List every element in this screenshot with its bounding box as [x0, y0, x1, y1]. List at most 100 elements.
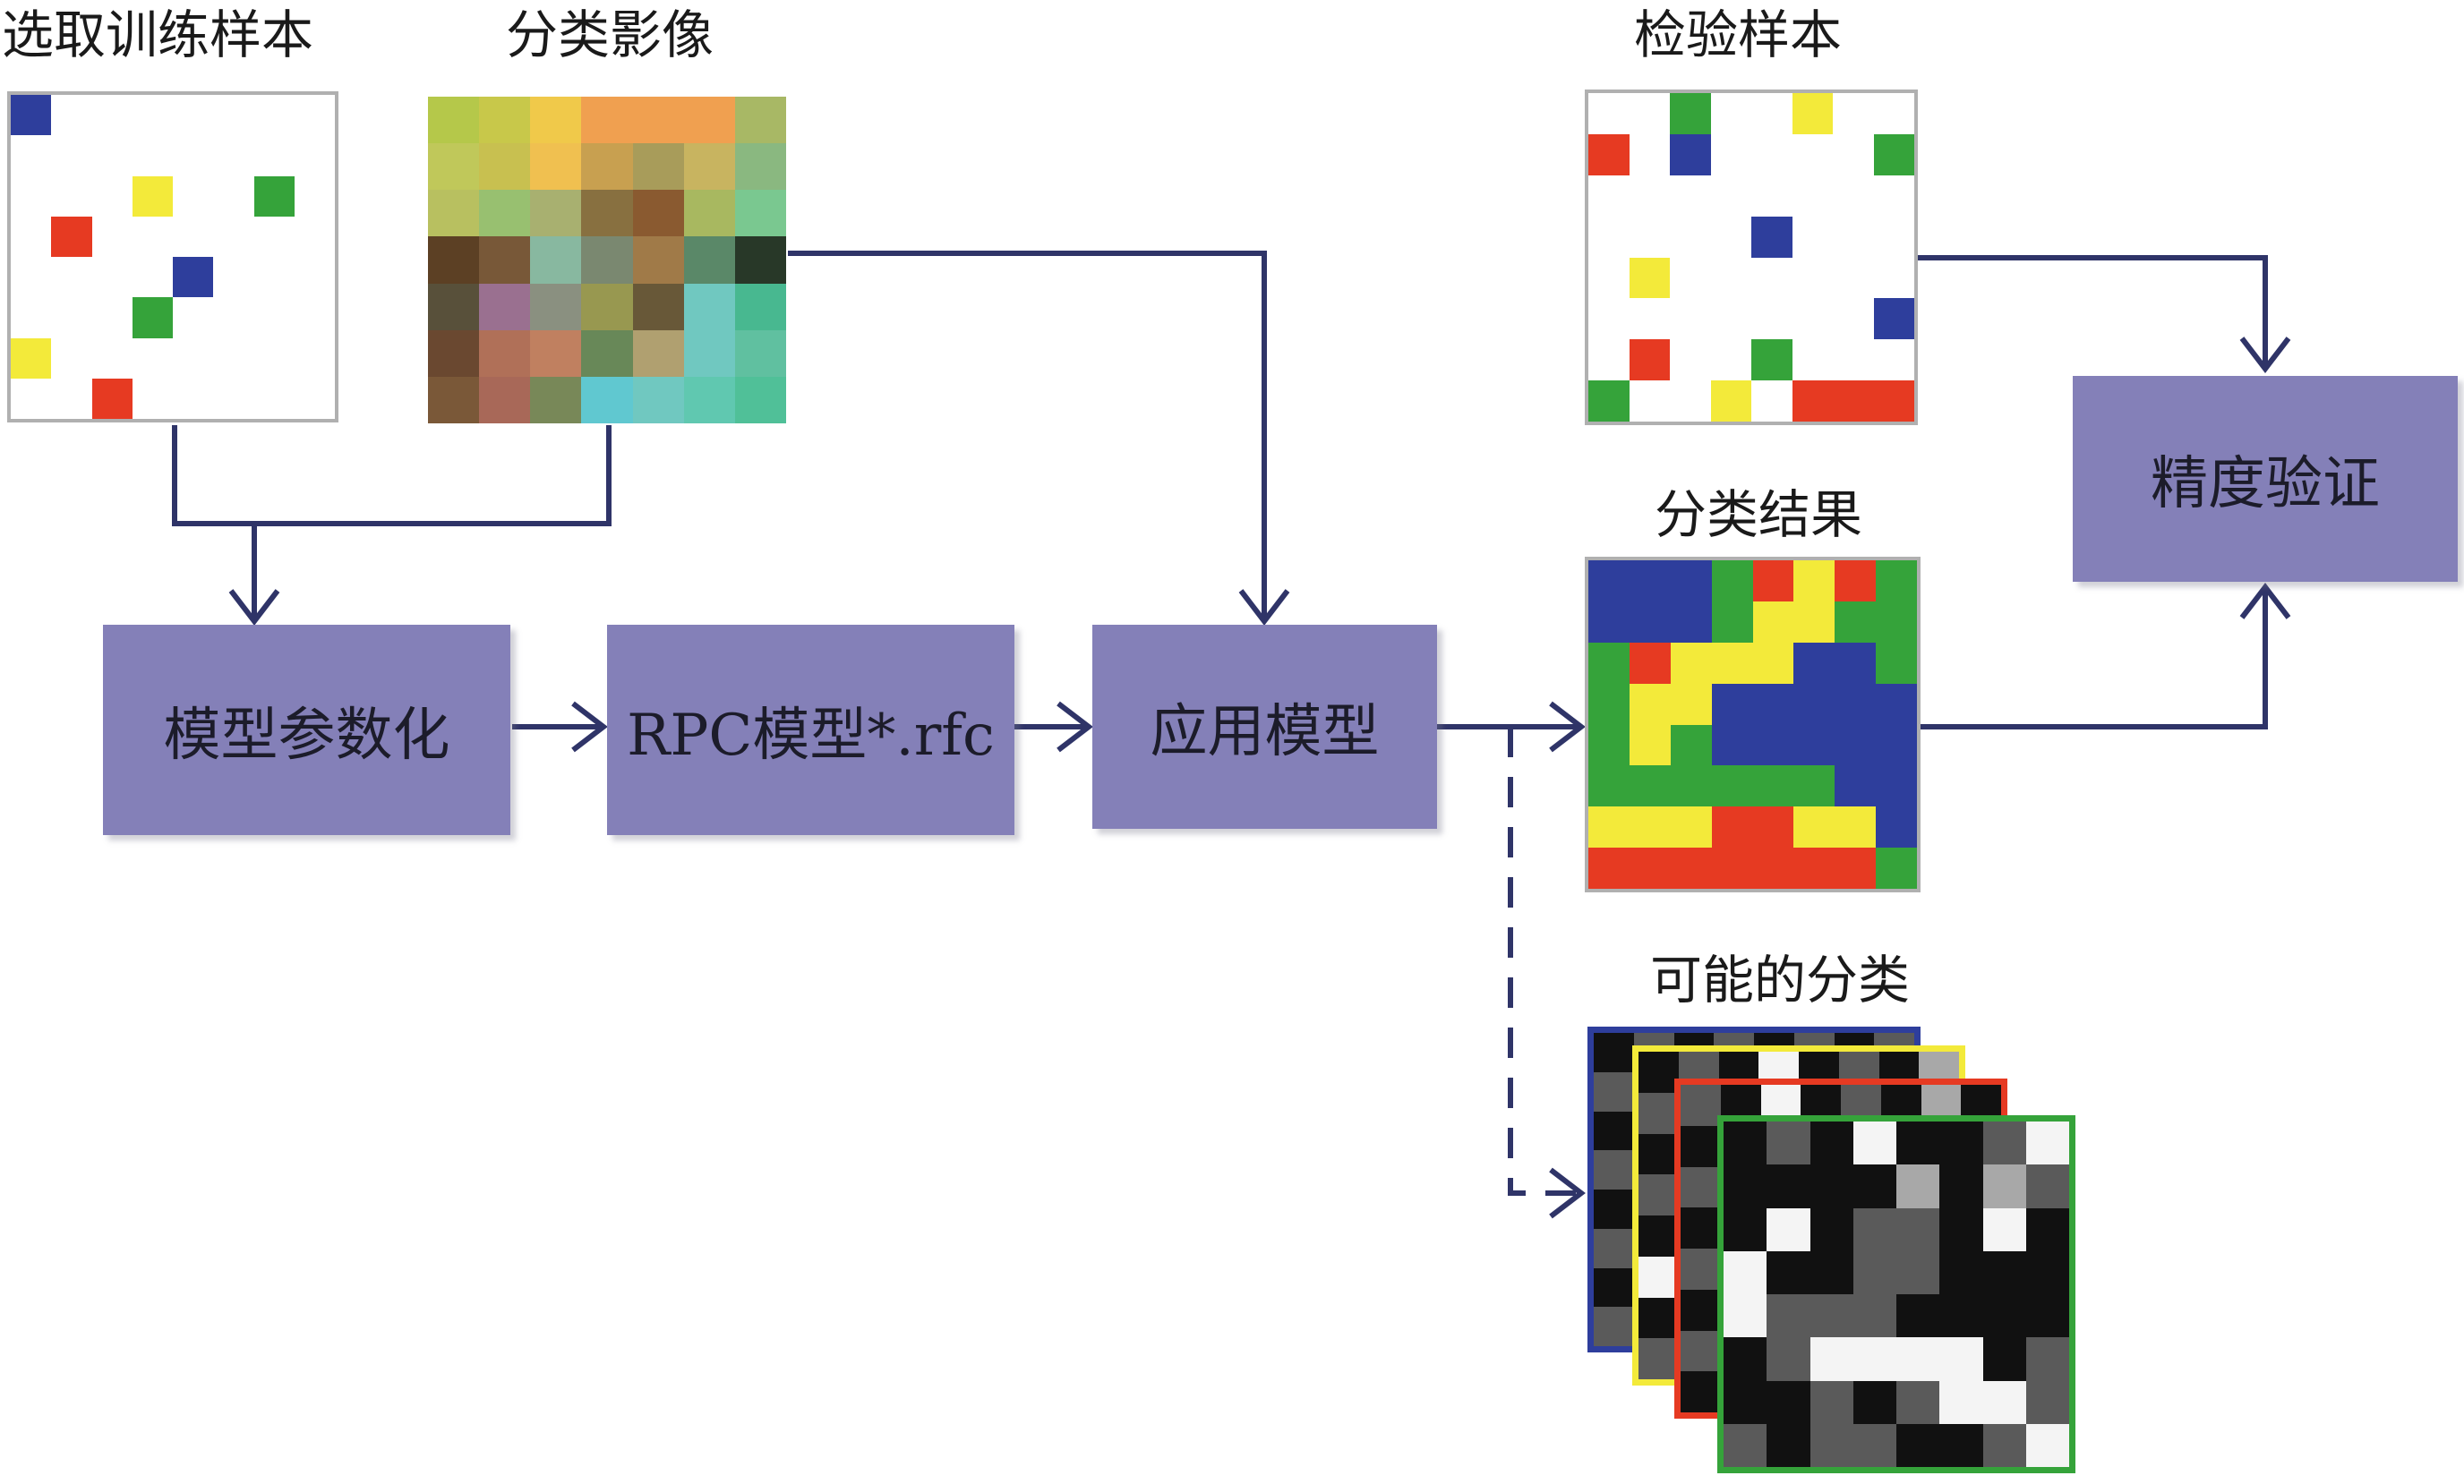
image-pixel-cell: [479, 283, 531, 330]
validation-sample-cell: [1833, 217, 1874, 258]
training-sample-cell: [254, 338, 295, 379]
training-samples-grid: [7, 91, 338, 422]
probability-cell: [1681, 1249, 1721, 1290]
result-cell: [1793, 560, 1835, 601]
arrowhead-apply-top: [1238, 589, 1290, 626]
image-pixel-cell: [734, 143, 786, 191]
probability-cell: [2025, 1207, 2069, 1251]
result-cell: [1711, 683, 1753, 725]
validation-sample-cell: [1630, 175, 1671, 217]
result-cell: [1793, 806, 1835, 849]
probability-cell: [1896, 1294, 1940, 1338]
probability-cell: [1852, 1423, 1896, 1467]
image-pixel-cell: [581, 97, 633, 144]
training-sample-cell: [213, 297, 253, 337]
probability-cell: [1852, 1380, 1896, 1424]
training-sample-cell: [213, 217, 253, 257]
validation-sample-cell: [1711, 258, 1752, 299]
probability-cell: [1638, 1052, 1679, 1093]
result-cell: [1752, 560, 1794, 601]
validation-sample-cell: [1710, 380, 1751, 422]
arrowhead-accuracy-bottom: [2239, 583, 2291, 619]
image-pixel-cell: [479, 143, 531, 191]
validation-sample-cell: [1833, 380, 1874, 422]
training-sample-cell: [51, 379, 91, 419]
probability-cell: [1767, 1380, 1810, 1424]
validation-sample-cell: [1751, 339, 1792, 381]
probability-cell: [1638, 1297, 1679, 1339]
probability-cell: [1810, 1207, 1853, 1251]
image-pixel-cell: [428, 236, 480, 284]
validation-sample-cell: [1751, 298, 1792, 339]
result-cell: [1752, 848, 1794, 889]
image-pixel-cell: [632, 236, 684, 284]
probability-cell: [1681, 1289, 1721, 1331]
validation-samples-grid: [1585, 90, 1918, 425]
training-sample-cell: [213, 135, 253, 175]
result-cell: [1588, 642, 1630, 684]
validation-sample-cell: [1670, 175, 1711, 217]
training-sample-cell: [173, 338, 213, 379]
result-cell: [1588, 724, 1630, 766]
validation-sample-cell: [1792, 134, 1834, 175]
image-pixel-cell: [632, 283, 684, 330]
probability-cell: [1982, 1164, 2026, 1208]
validation-sample-cell: [1833, 339, 1874, 380]
training-sample-cell: [51, 257, 91, 297]
result-cell: [1711, 601, 1753, 643]
validation-sample-cell: [1711, 175, 1752, 217]
image-pixel-cell: [581, 329, 633, 377]
validation-sample-cell: [1670, 380, 1711, 422]
image-pixel-cell: [479, 190, 531, 237]
image-pixel-cell: [632, 376, 684, 423]
result-cell: [1876, 642, 1917, 684]
probability-cell: [1767, 1207, 1810, 1251]
classification-image-grid: [428, 97, 786, 423]
validation-sample-cell: [1751, 134, 1792, 175]
probability-cell: [1896, 1423, 1940, 1467]
validation-sample-cell: [1670, 258, 1711, 299]
validation-sample-cell: [1751, 175, 1792, 217]
image-pixel-cell: [428, 143, 480, 191]
probability-cell: [1638, 1338, 1679, 1379]
training-sample-cell: [295, 338, 335, 379]
training-sample-cell: [295, 176, 335, 217]
result-cell: [1835, 806, 1877, 849]
image-pixel-cell: [428, 97, 480, 144]
image-pixel-cell: [581, 190, 633, 237]
result-cell: [1711, 642, 1753, 684]
probability-cell: [1810, 1337, 1853, 1381]
probability-cell: [2025, 1250, 2069, 1294]
training-sample-cell: [133, 338, 173, 379]
validation-sample-cell: [1792, 298, 1834, 339]
validation-sample-cell: [1874, 175, 1915, 217]
probability-cell: [1594, 1267, 1634, 1308]
label-training-samples: 选取训练样本: [2, 4, 314, 65]
probability-cell: [1982, 1380, 2026, 1424]
training-sample-cell: [133, 257, 173, 297]
probability-cell: [1896, 1337, 1940, 1381]
image-pixel-cell: [734, 190, 786, 237]
validation-sample-cell: [1588, 93, 1630, 134]
probability-cell: [1982, 1294, 2026, 1338]
validation-sample-cell: [1588, 217, 1630, 258]
probability-cell: [1767, 1122, 1810, 1165]
arrowhead-result-left: [1549, 701, 1586, 753]
connector-result-to-accuracy: [1921, 591, 2268, 729]
training-sample-cell: [295, 379, 335, 419]
probability-cell: [1982, 1207, 2026, 1251]
training-sample-cell: [92, 95, 133, 135]
result-cell: [1670, 848, 1712, 889]
validation-sample-cell: [1630, 298, 1671, 339]
image-pixel-cell: [581, 143, 633, 191]
probability-cell: [1852, 1164, 1896, 1208]
probability-cell: [1939, 1250, 1983, 1294]
validation-sample-cell: [1711, 298, 1752, 339]
image-pixel-cell: [530, 329, 582, 377]
training-sample-cell: [11, 297, 51, 337]
probability-cell: [1724, 1380, 1767, 1424]
training-sample-cell: [51, 297, 91, 337]
training-sample-cell: [91, 378, 133, 419]
result-cell: [1588, 806, 1630, 849]
probability-cell: [1982, 1122, 2026, 1165]
